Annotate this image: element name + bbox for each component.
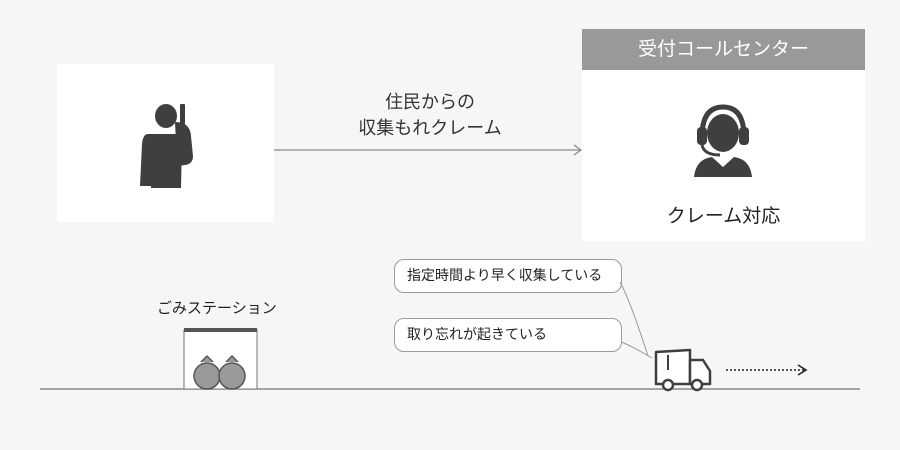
- operator-headset-icon: [694, 104, 752, 177]
- complaint-line-1: 住民からの: [385, 92, 475, 113]
- call-center-title: 受付コールセンター: [582, 29, 865, 70]
- speech-bubble-early-collection: 指定時間より早く収集している: [394, 259, 622, 293]
- call-center-card: 受付コールセンター クレーム対応: [582, 29, 865, 241]
- caller-phone-icon: [140, 104, 193, 188]
- complaint-label: 住民からの 収集もれクレーム: [300, 90, 560, 142]
- speech-bubble-missed-collection: 取り忘れが起きている: [394, 318, 622, 352]
- garbage-truck-icon: [654, 348, 712, 392]
- complaint-line-2: 収集もれクレーム: [358, 118, 502, 139]
- caller-card: [57, 64, 274, 222]
- bubble-tails: [619, 281, 653, 359]
- garbage-bag-icon: [193, 354, 246, 390]
- garbage-station-label: ごみステーション: [157, 299, 277, 317]
- call-center-action: クレーム対応: [666, 205, 781, 227]
- truck-motion-arrow: [726, 364, 808, 376]
- complaint-arrow: [274, 144, 583, 156]
